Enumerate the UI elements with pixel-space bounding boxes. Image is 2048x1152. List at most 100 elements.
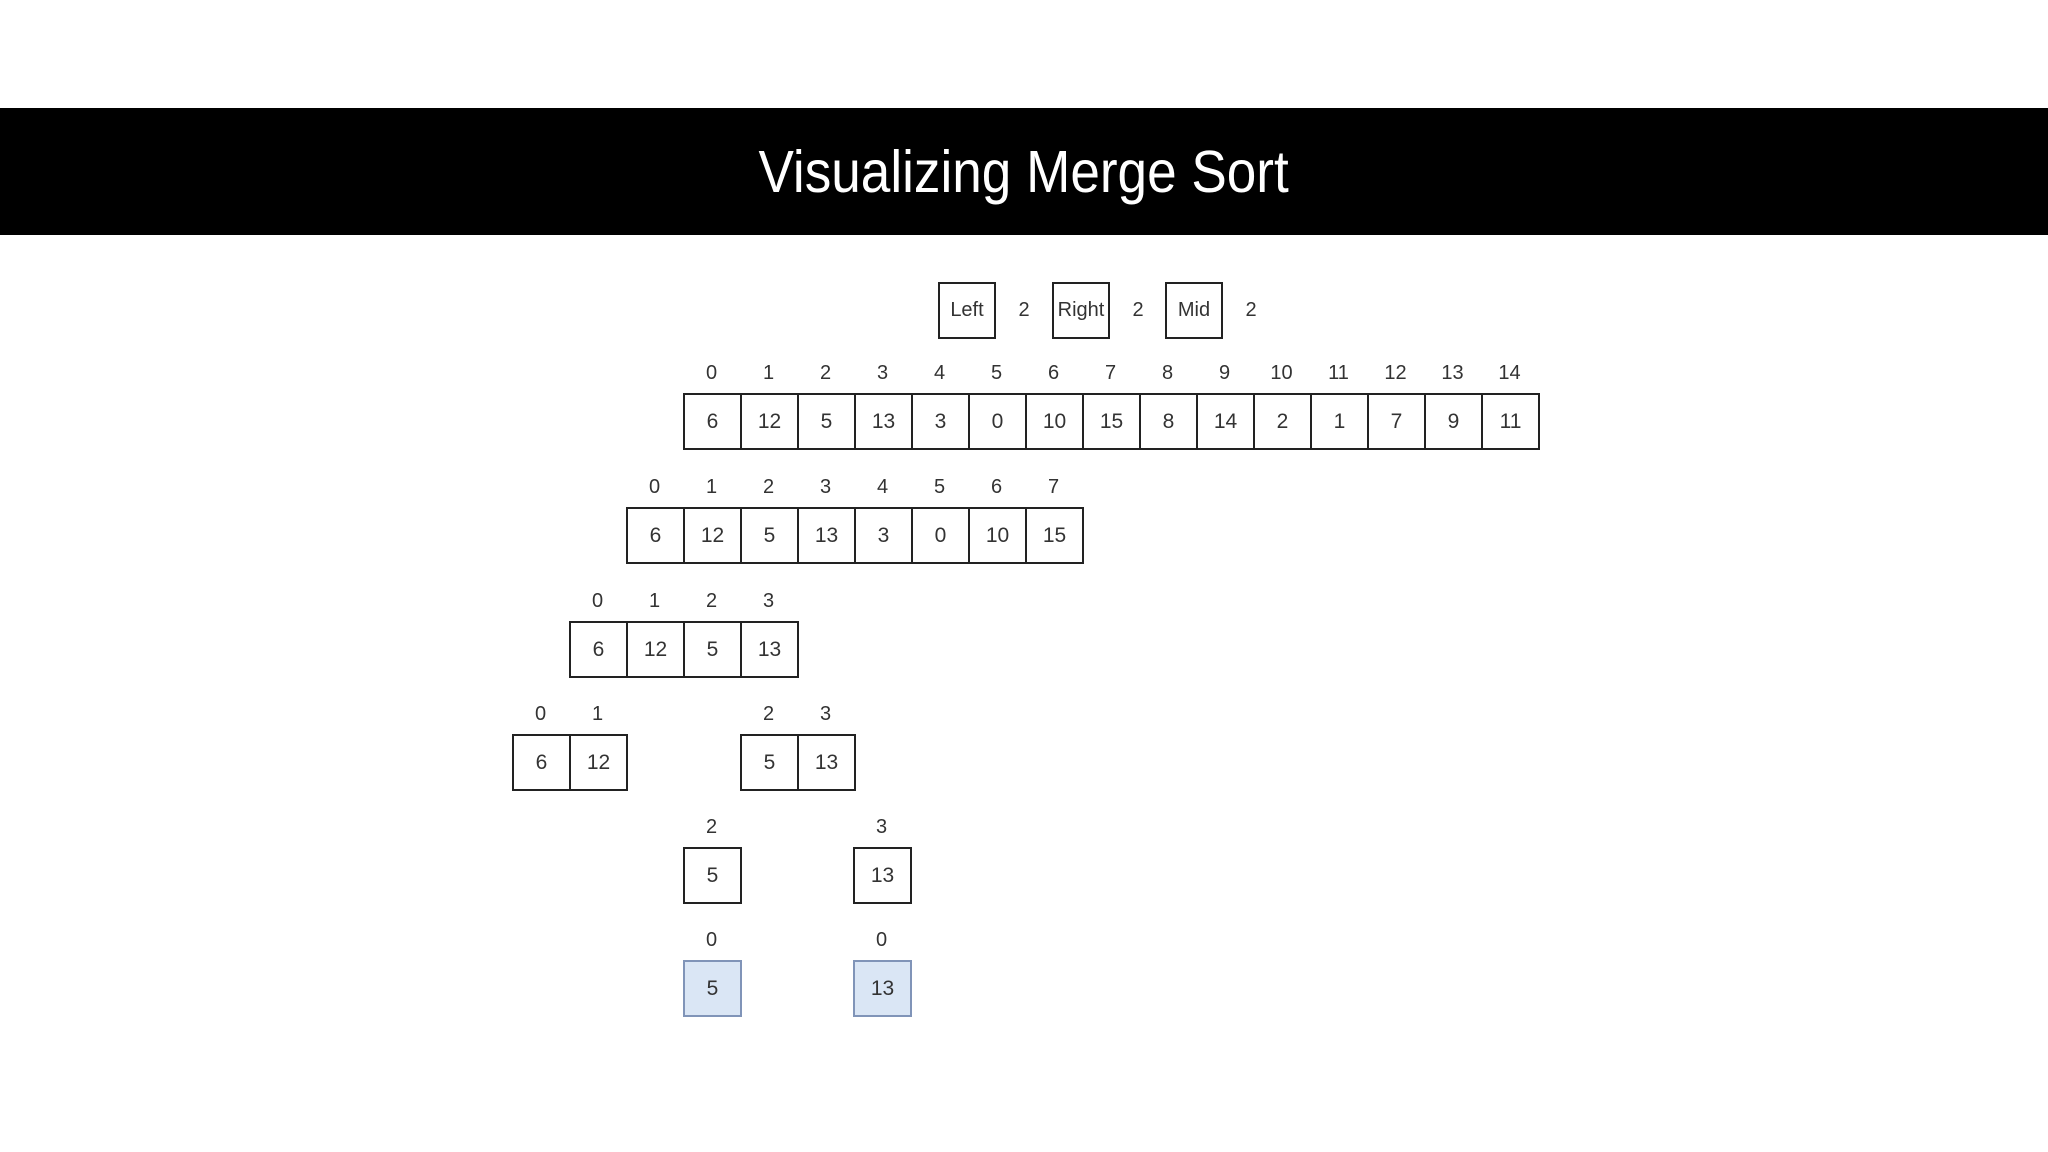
index-label: 0: [534, 703, 547, 725]
array-cell: 5: [740, 734, 799, 791]
array-cell: 15: [1025, 507, 1084, 564]
pointer-label-mid: Mid: [1177, 299, 1211, 321]
index-label: 7: [1104, 362, 1117, 384]
index-label: 0: [705, 362, 718, 384]
index-row: 2: [683, 815, 740, 839]
index-label: 2: [705, 816, 718, 838]
array-cell-highlighted: 13: [853, 960, 912, 1017]
cell-row: 13: [853, 847, 912, 904]
array-cell: 7: [1367, 393, 1426, 450]
index-label: 14: [1498, 362, 1521, 384]
index-label: 2: [705, 590, 718, 612]
array-cell: 3: [911, 393, 970, 450]
index-label: 13: [1441, 362, 1464, 384]
index-label: 1: [648, 590, 661, 612]
array-cell: 1: [1310, 393, 1369, 450]
index-label: 6: [990, 476, 1003, 498]
index-label: 1: [705, 476, 718, 498]
array-cell: 10: [968, 507, 1027, 564]
cell-row: 5: [683, 847, 742, 904]
array-cell: 5: [683, 847, 742, 904]
array-cell: 9: [1424, 393, 1483, 450]
index-label: 0: [591, 590, 604, 612]
array-cell: 10: [1025, 393, 1084, 450]
array-cell: 12: [683, 507, 742, 564]
array-cell: 12: [569, 734, 628, 791]
index-label: 4: [933, 362, 946, 384]
index-label: 3: [876, 362, 889, 384]
pointer-box-mid: Mid: [1165, 282, 1223, 339]
index-label: 0: [705, 929, 718, 951]
index-label: 0: [875, 929, 888, 951]
array-cell: 0: [911, 507, 970, 564]
array-cell: 5: [683, 621, 742, 678]
array-cell: 0: [968, 393, 1027, 450]
array-cell: 3: [854, 507, 913, 564]
index-label: 2: [762, 703, 775, 725]
index-label: 9: [1218, 362, 1231, 384]
index-row: 0 1 2 3: [569, 589, 797, 613]
index-label: 11: [1328, 362, 1349, 384]
pointer-box-right: Right: [1052, 282, 1110, 339]
index-label: 2: [819, 362, 832, 384]
array-cell: 15: [1082, 393, 1141, 450]
index-label: 1: [762, 362, 775, 384]
index-label: 3: [819, 703, 832, 725]
index-label: 6: [1047, 362, 1060, 384]
pointer-value-left: 2: [1018, 299, 1030, 321]
index-label: 3: [762, 590, 775, 612]
pointer-value-right: 2: [1132, 299, 1144, 321]
array-cell: 8: [1139, 393, 1198, 450]
page-title: Visualizing Merge Sort: [758, 138, 1290, 205]
array-cell: 6: [512, 734, 571, 791]
pointer-box-left: Left: [938, 282, 996, 339]
array-cell: 12: [626, 621, 685, 678]
index-row: 0: [683, 928, 740, 952]
index-label: 7: [1047, 476, 1060, 498]
array-cell: 6: [626, 507, 685, 564]
index-label: 4: [876, 476, 889, 498]
index-label: 5: [990, 362, 1003, 384]
index-label: 10: [1270, 362, 1293, 384]
index-label: 5: [933, 476, 946, 498]
array-cell: 13: [853, 847, 912, 904]
pointer-label-left: Left: [950, 299, 984, 321]
array-cell: 12: [740, 393, 799, 450]
pointer-value-mid: 2: [1245, 299, 1257, 321]
index-label: 1: [591, 703, 604, 725]
array-cell: 13: [740, 621, 799, 678]
pointer-label-right: Right: [1057, 299, 1105, 321]
array-cell: 6: [569, 621, 628, 678]
index-label: 3: [819, 476, 832, 498]
index-label: 2: [762, 476, 775, 498]
title-bar: Visualizing Merge Sort: [0, 108, 2048, 235]
index-label: 3: [875, 816, 888, 838]
array-cell: 6: [683, 393, 742, 450]
array-cell: 11: [1481, 393, 1540, 450]
array-cell: 13: [797, 507, 856, 564]
cell-row: 5: [683, 960, 742, 1017]
array-cell: 14: [1196, 393, 1255, 450]
array-cell: 13: [797, 734, 856, 791]
array-cell: 5: [797, 393, 856, 450]
cell-row: 13: [853, 960, 912, 1017]
